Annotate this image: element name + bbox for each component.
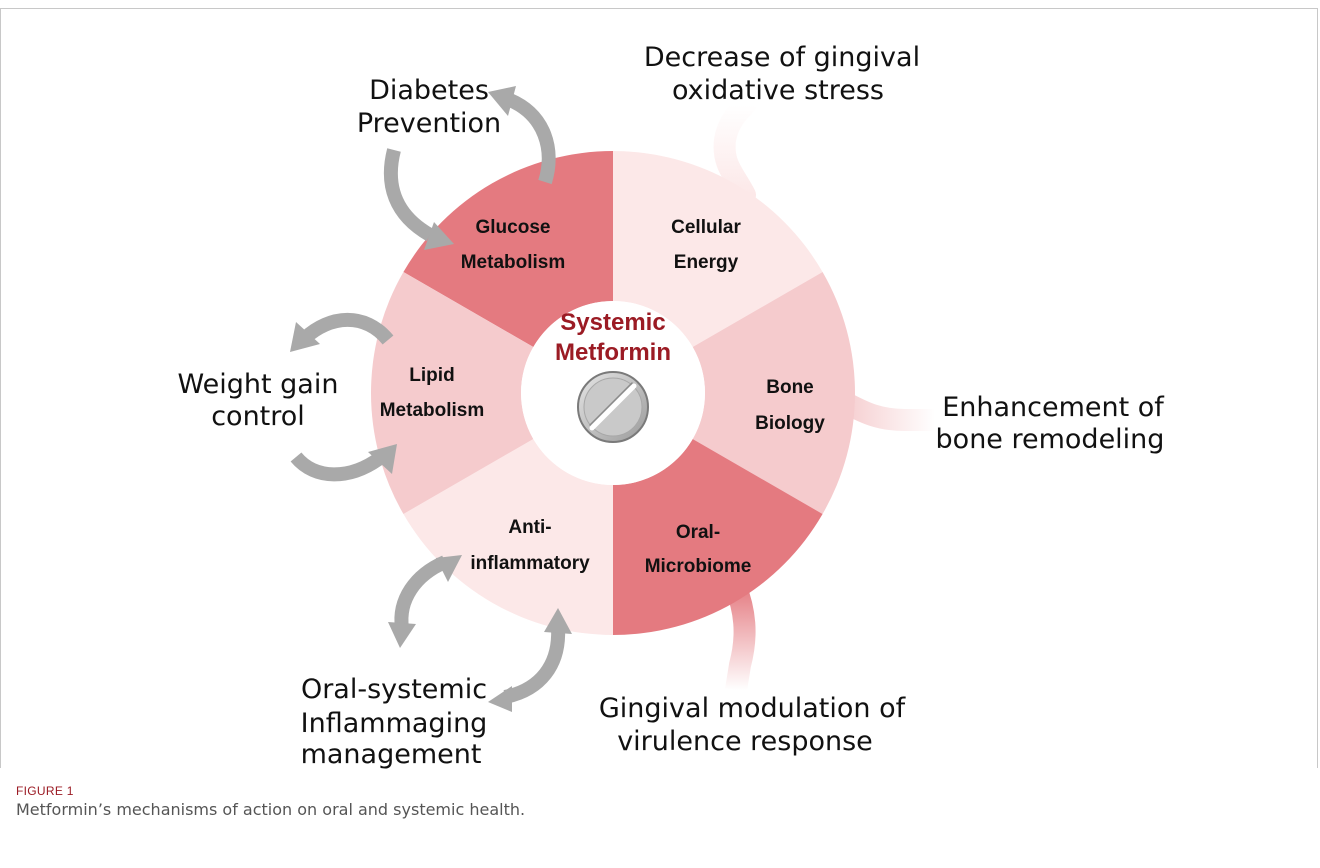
segment-label-bone-2: Biology: [755, 413, 825, 434]
figure-frame: [0, 8, 1318, 768]
outcome-oxidative-2: oxidative stress: [672, 75, 884, 106]
outcome-bone-1: Enhancement of: [942, 392, 1165, 423]
arrow-inflammaging-upper: [394, 555, 449, 629]
ring-segment-glucose: [403, 151, 613, 347]
ring-segment-bone: [692, 272, 855, 514]
arrowhead-diabetes-top: [488, 86, 516, 116]
arrow-diabetes-lower: [383, 148, 434, 242]
arrow-diabetes: [506, 93, 556, 185]
segment-label-antiinflammatory-1: Anti-: [508, 517, 551, 538]
arrowhead-weight-upper: [290, 322, 320, 352]
tail-oxidative: [713, 94, 756, 206]
segment-label-lipid-1: Lipid: [409, 365, 454, 386]
segment-label-cellular-1: Cellular: [671, 217, 741, 238]
outcome-inflammaging-3: management: [301, 739, 482, 770]
arrow-inflammaging-lower: [503, 627, 566, 704]
outcome-diabetes-1: Diabetes: [369, 75, 489, 106]
outcome-inflammaging-2: Inflammaging: [301, 708, 488, 739]
segment-label-cellular-2: Energy: [674, 252, 739, 273]
outcome-weight-2: control: [211, 401, 305, 432]
figure-caption: Metformin’s mechanisms of action on oral…: [16, 800, 526, 819]
ring-segment-lipid: [371, 272, 534, 514]
arrowhead-diabetes-bottom: [424, 222, 454, 250]
segment-label-glucose-1: Glucose: [476, 217, 551, 238]
arrowhead-inflammaging-upper: [436, 555, 462, 582]
arrowhead-inflammaging-left: [388, 622, 416, 648]
segment-label-glucose-2: Metabolism: [461, 252, 566, 273]
pill-tablet-icon: [577, 371, 649, 443]
arrow-weight-lower: [290, 452, 385, 482]
segment-label-lipid-2: Metabolism: [380, 400, 485, 421]
outcome-weight-1: Weight gain: [178, 369, 339, 400]
arrow-heads: [290, 86, 572, 712]
outcome-virulence-2: virulence response: [617, 726, 873, 757]
segment-label-microbiome-2: Microbiome: [645, 556, 752, 577]
arrowhead-inflammaging-right: [544, 608, 572, 634]
arrowhead-weight-lower: [368, 444, 397, 474]
arrowhead-inflammaging-bottom: [488, 686, 512, 712]
ring-segment-cellular: [613, 151, 823, 347]
ring-segment-microbiome: [613, 439, 823, 635]
outcome-virulence-1: Gingival modulation of: [599, 693, 907, 724]
segment-label-antiinflammatory-2: inflammatory: [470, 553, 590, 574]
center-title-line2: Metformin: [555, 339, 671, 366]
center-title-line1: Systemic: [560, 309, 665, 336]
arrow-weight-upper: [300, 313, 394, 345]
outcome-bone-2: bone remodeling: [936, 424, 1165, 455]
segment-label-microbiome-1: Oral-: [676, 522, 720, 543]
ring-segment-antiinflammatory: [403, 439, 613, 635]
outcome-inflammaging-1: Oral-systemic: [301, 674, 487, 705]
mechanism-ring: [371, 151, 855, 635]
segment-label-bone-1: Bone: [766, 377, 814, 398]
outcome-diabetes-2: Prevention: [357, 108, 501, 139]
outcome-oxidative-1: Decrease of gingival: [644, 42, 920, 73]
figure-tag: FIGURE 1: [16, 784, 74, 798]
